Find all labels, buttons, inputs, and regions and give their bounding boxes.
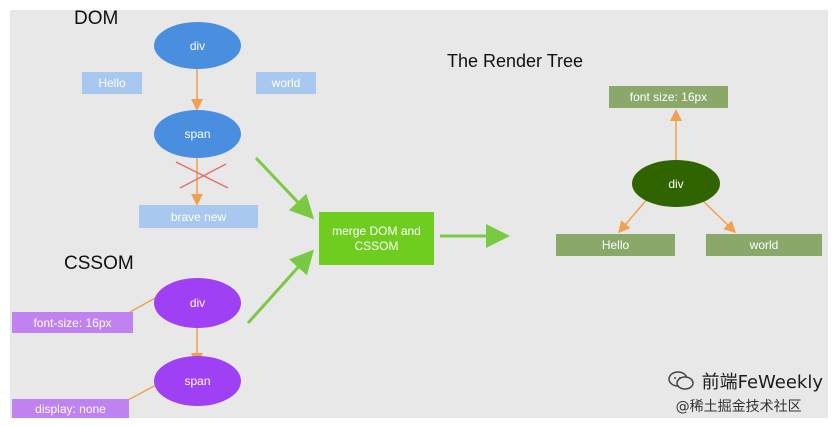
render-div-hello-arrow xyxy=(618,197,649,234)
dom-world-box: world xyxy=(256,72,316,94)
cssom-div-node: div xyxy=(154,278,241,328)
cross-out-line-b xyxy=(179,163,227,189)
cross-out-line-a xyxy=(175,161,229,189)
render-font-size-box: font size: 16px xyxy=(609,86,728,108)
cssom-display-box: display: none xyxy=(12,399,129,418)
dom-to-merge-arrow xyxy=(254,156,315,220)
cssom-span-node: span xyxy=(154,356,241,406)
watermark: 前端FeWeekly @稀土掘金技术社区 xyxy=(667,368,823,416)
cssom-div-style-link xyxy=(129,296,158,313)
dom-title: DOM xyxy=(74,10,119,29)
render-tree-title: The Render Tree xyxy=(447,51,584,71)
watermark-account-name: 前端FeWeekly xyxy=(701,372,823,393)
render-div-world-arrow xyxy=(699,197,737,234)
dom-div-node: div xyxy=(154,22,241,69)
cssom-to-merge-arrow xyxy=(246,249,315,325)
merge-box: merge DOM and CSSOM xyxy=(319,212,434,265)
dom-hello-box: Hello xyxy=(82,72,142,94)
cssom-title: CSSOM xyxy=(64,253,134,274)
connector-layer xyxy=(127,66,737,401)
diagram-canvas: DOM div Hello world span brave new CSSOM… xyxy=(10,10,828,418)
watermark-community: @稀土掘金技术社区 xyxy=(675,399,802,415)
render-div-node: div xyxy=(632,160,720,207)
dom-span-node: span xyxy=(154,110,241,158)
dom-brave-new-box: brave new xyxy=(139,205,258,228)
wechat-icon xyxy=(667,371,694,391)
cssom-font-size-box: font-size: 16px xyxy=(12,312,133,333)
render-hello-box: Hello xyxy=(556,234,675,256)
render-world-box: world xyxy=(706,234,822,256)
